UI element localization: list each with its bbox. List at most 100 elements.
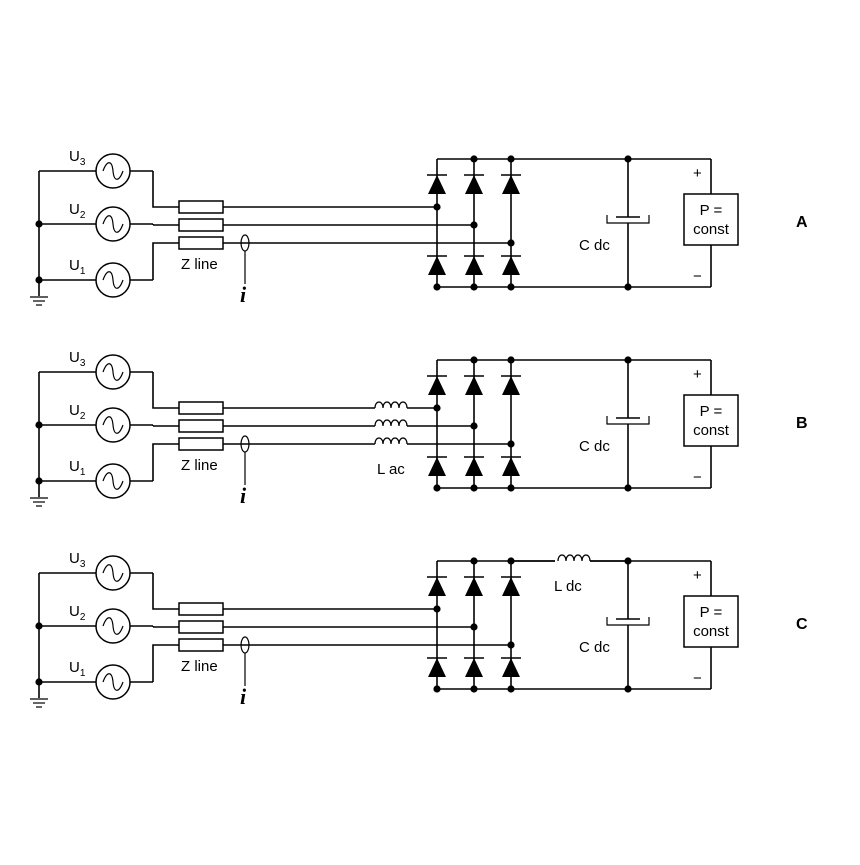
junction-dot: [470, 685, 478, 693]
source-label: U2: [69, 402, 86, 422]
sine-wave-icon: [102, 617, 124, 635]
junction-dot: [507, 356, 515, 364]
current-label: i: [240, 483, 247, 508]
line-wire-3: [152, 573, 179, 610]
line-wire-1: [152, 242, 179, 280]
junction-dot: [35, 276, 43, 284]
resistor-icon: [178, 419, 224, 433]
junction-dot: [433, 685, 441, 693]
diode-icon: [465, 175, 483, 194]
diode-icon: [465, 577, 483, 596]
junction-dot: [35, 477, 43, 485]
capacitor-label: C dc: [579, 639, 610, 656]
junction-dot: [470, 356, 478, 364]
sine-wave-icon: [102, 416, 124, 434]
sine-wave-icon: [102, 564, 124, 582]
source-subscript: 3: [80, 358, 86, 369]
source-label: U3: [69, 148, 86, 168]
line-wire-1: [152, 644, 179, 682]
source-subscript: 2: [80, 612, 86, 623]
source-subscript: 1: [80, 668, 86, 679]
load-label-line2: const: [693, 422, 730, 439]
panel-letter: C: [796, 616, 808, 633]
source-label: U2: [69, 201, 86, 221]
junction-dot: [470, 484, 478, 492]
dc-minus-label: −: [693, 469, 702, 486]
source-subscript: 2: [80, 411, 86, 422]
sine-wave-icon: [102, 271, 124, 289]
ac-inductor-icon: [374, 419, 408, 427]
source-subscript: 1: [80, 467, 86, 478]
resistor-icon: [178, 200, 224, 214]
resistor-icon: [178, 401, 224, 415]
junction-dot: [35, 220, 43, 228]
panel-letter: A: [796, 214, 808, 231]
junction-dot: [433, 283, 441, 291]
diode-icon: [428, 175, 446, 194]
dc-plus-label: +: [693, 165, 702, 182]
resistor-icon: [178, 620, 224, 634]
junction-dot: [470, 283, 478, 291]
load-label-line1: P =: [700, 604, 723, 621]
source-subscript: 3: [80, 157, 86, 168]
source-label: U2: [69, 603, 86, 623]
panel-letter: B: [796, 415, 808, 432]
junction-dot: [433, 484, 441, 492]
diode-icon: [428, 577, 446, 596]
line-wire-3: [152, 372, 179, 409]
ac-inductor-icon: [374, 401, 408, 409]
line-impedance-label: Z line: [181, 457, 218, 474]
diode-icon: [502, 457, 520, 476]
diode-icon: [502, 175, 520, 194]
line-impedance-label: Z line: [181, 256, 218, 273]
junction-dot: [35, 622, 43, 630]
junction-dot: [35, 678, 43, 686]
junction-dot: [507, 685, 515, 693]
junction-dot: [507, 283, 515, 291]
load-label-line2: const: [693, 221, 730, 238]
sine-wave-icon: [102, 215, 124, 233]
diode-icon: [428, 256, 446, 275]
source-subscript: 2: [80, 210, 86, 221]
current-label: i: [240, 684, 247, 709]
sine-wave-icon: [102, 162, 124, 180]
diode-icon: [428, 376, 446, 395]
junction-dot: [507, 155, 515, 163]
load-box: [683, 595, 739, 648]
diode-icon: [502, 256, 520, 275]
junction-dot: [624, 283, 632, 291]
junction-dot: [624, 685, 632, 693]
load-box: [683, 193, 739, 246]
line-impedance-label: Z line: [181, 658, 218, 675]
ac-inductor-icon: [374, 437, 408, 445]
load-box: [683, 394, 739, 447]
diode-icon: [465, 658, 483, 677]
dc-minus-label: −: [693, 670, 702, 687]
diode-icon: [502, 376, 520, 395]
load-label-line1: P =: [700, 202, 723, 219]
source-label: U1: [69, 458, 86, 478]
source-subscript: 1: [80, 266, 86, 277]
diode-icon: [465, 256, 483, 275]
resistor-icon: [178, 218, 224, 232]
capacitor-label: C dc: [579, 438, 610, 455]
dc-minus-label: −: [693, 268, 702, 285]
load-label-line1: P =: [700, 403, 723, 420]
junction-dot: [35, 421, 43, 429]
junction-dot: [470, 557, 478, 565]
resistor-icon: [178, 602, 224, 616]
dc-inductor-icon: [557, 554, 591, 562]
sine-wave-icon: [102, 363, 124, 381]
sine-wave-icon: [102, 472, 124, 490]
junction-dot: [624, 484, 632, 492]
diode-icon: [502, 577, 520, 596]
diode-icon: [465, 376, 483, 395]
ac-inductor-label: L ac: [377, 461, 405, 478]
diode-icon: [502, 658, 520, 677]
junction-dot: [507, 484, 515, 492]
dc-plus-label: +: [693, 366, 702, 383]
